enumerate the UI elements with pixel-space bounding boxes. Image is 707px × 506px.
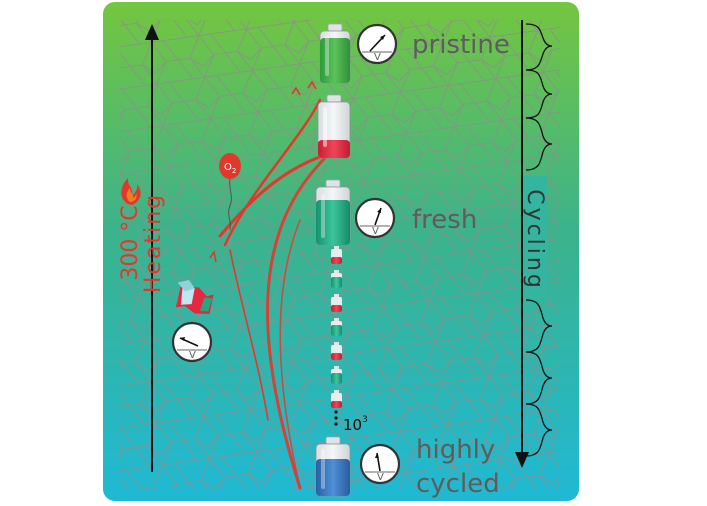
ellipsis-dots (334, 410, 338, 426)
cycle-count-exponent: 3 (362, 415, 368, 425)
battery-icon (317, 94, 351, 159)
heating-label: Heating (141, 193, 166, 293)
oxygen-label: O (224, 162, 232, 173)
heat-marks (209, 80, 317, 263)
voltmeter-unit: V (377, 472, 384, 483)
cycling-label: Cycling (522, 189, 547, 291)
battery-icon (331, 294, 342, 312)
flame-icon (121, 178, 141, 205)
battery-icon (331, 246, 342, 264)
battery-icon (331, 366, 342, 384)
cycling-arrow (515, 20, 529, 468)
oxygen-subscript: 2 (232, 167, 236, 175)
battery-icon (331, 390, 342, 408)
svg-text:O2: O2 (224, 162, 236, 175)
battery-icon (319, 23, 351, 84)
voltmeter-unit: V (372, 226, 379, 237)
cycling-label-group: Cycling (522, 176, 547, 304)
battery-icon (331, 318, 342, 336)
voltmeter-icon: V (354, 197, 396, 239)
battery-icon (331, 270, 342, 288)
battery-icon (315, 179, 351, 246)
voltmeter-icon: V (356, 23, 398, 65)
voltmeter-unit: V (374, 52, 381, 63)
battery-icon (331, 342, 342, 360)
voltmeter-icon: V (359, 443, 401, 485)
balloon-icon: O2 (219, 153, 241, 231)
fresh-label: fresh (412, 205, 477, 235)
voltmeter-icon: V (171, 321, 213, 363)
cycle-braces (525, 23, 553, 457)
cycled-label: cycled (416, 469, 500, 499)
svg-text:103: 103 (343, 415, 368, 434)
voltmeter-unit: V (189, 350, 196, 361)
cycle-count-label: 10 (343, 416, 362, 434)
heating-arrow (145, 24, 159, 472)
crushed-can-icon (175, 280, 214, 315)
battery-icon (315, 436, 351, 497)
heating-label-group: Heating 300 °C (118, 193, 166, 293)
temperature-label: 300 °C (118, 205, 143, 280)
highly-label: highly (416, 435, 495, 465)
battery-chain (331, 246, 342, 408)
pristine-label: pristine (412, 30, 510, 60)
